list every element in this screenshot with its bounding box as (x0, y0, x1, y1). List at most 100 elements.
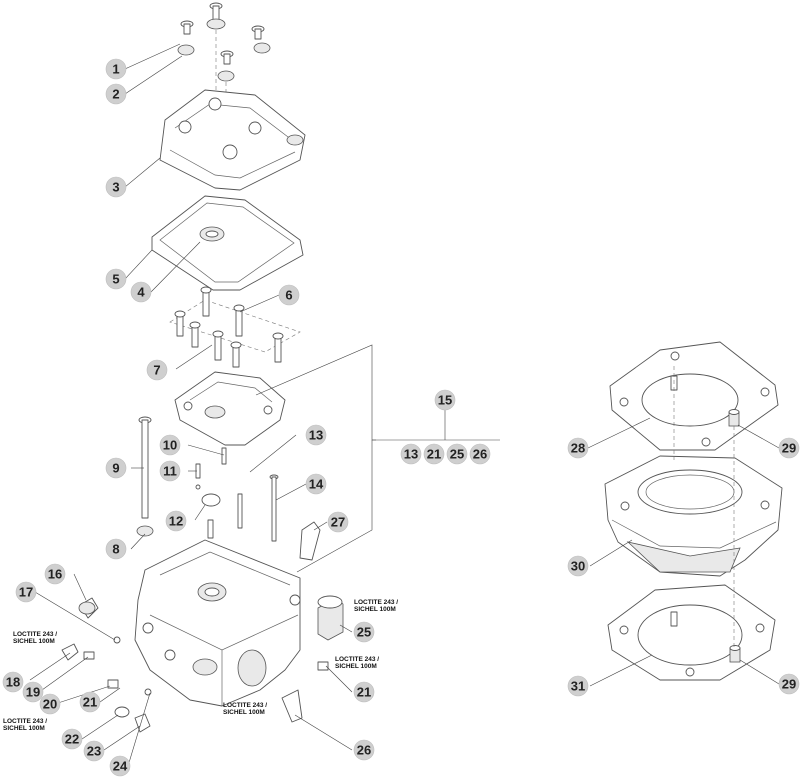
cylinder (604, 455, 783, 577)
callout-7: 7 (146, 359, 168, 381)
svg-text:1: 1 (112, 62, 119, 77)
svg-text:11: 11 (163, 464, 177, 479)
svg-text:5: 5 (112, 272, 119, 287)
svg-text:27: 27 (331, 515, 345, 530)
callout-13: 13 (305, 424, 327, 446)
callout-18: 18 (2, 671, 24, 693)
callout-30: 30 (567, 555, 589, 577)
loctite-note-mid: LOCTITE 243 / SICHEL 100M (335, 656, 379, 670)
svg-text:13: 13 (404, 447, 418, 462)
callout-8: 8 (105, 538, 127, 560)
svg-text:25: 25 (357, 625, 371, 640)
callout-16: 16 (44, 563, 66, 585)
long-stud (136, 416, 154, 537)
callout-6: 6 (278, 284, 300, 306)
callout-14: 14 (305, 473, 327, 495)
dowel-pin-top (728, 409, 740, 427)
callout-15-25: 25 (446, 443, 468, 465)
svg-text:18: 18 (6, 675, 20, 690)
note-line: SICHEL 100M (3, 725, 45, 732)
callout-2: 2 (105, 83, 127, 105)
note-line: SICHEL 100M (354, 606, 396, 613)
svg-text:6: 6 (285, 288, 292, 303)
callout-5: 5 (105, 268, 127, 290)
callout-29-top: 29 (778, 437, 800, 459)
cylinder-head-gasket (609, 341, 779, 451)
svg-text:4: 4 (137, 285, 145, 300)
svg-text:8: 8 (112, 542, 119, 557)
callout-17: 17 (15, 581, 37, 603)
dowel-pin-bottom (729, 645, 741, 663)
callout-4: 4 (130, 281, 152, 303)
valve-cover (159, 89, 306, 191)
svg-text:29: 29 (782, 441, 796, 456)
loctite-note-left1: LOCTITE 243 / SICHEL 100M (13, 631, 57, 645)
leader-lines (29, 43, 780, 767)
callout-21-left: 21 (79, 691, 101, 713)
callout-28: 28 (567, 437, 589, 459)
callout-21-right: 21 (353, 681, 375, 703)
svg-text:2: 2 (112, 87, 119, 102)
note-line: LOCTITE 243 / (13, 631, 57, 638)
svg-text:30: 30 (571, 559, 585, 574)
svg-text:29: 29 (782, 677, 796, 692)
svg-text:26: 26 (357, 743, 371, 758)
svg-text:28: 28 (571, 441, 585, 456)
callout-25: 25 (353, 621, 375, 643)
note-line: LOCTITE 243 / (223, 702, 267, 709)
note-line: LOCTITE 243 / (335, 656, 379, 663)
callout-24: 24 (109, 755, 131, 777)
camshaft-bolts (169, 286, 301, 368)
callout-27: 27 (327, 511, 349, 533)
svg-text:31: 31 (571, 679, 585, 694)
camshaft-bridge (174, 371, 286, 446)
note-line: LOCTITE 243 / (3, 718, 47, 725)
svg-text:22: 22 (65, 732, 79, 747)
callout-19: 19 (22, 681, 44, 703)
svg-text:23: 23 (87, 744, 101, 759)
callout-22: 22 (61, 728, 83, 750)
note-line: SICHEL 100M (13, 638, 55, 645)
svg-text:13: 13 (309, 428, 323, 443)
callout-20: 20 (39, 693, 61, 715)
note-line: LOCTITE 243 / (354, 599, 398, 606)
svg-text:25: 25 (450, 447, 464, 462)
callout-11: 11 (159, 460, 181, 482)
svg-text:20: 20 (43, 697, 57, 712)
cylinder-base-gasket (607, 584, 776, 681)
bolt-top-left (177, 20, 195, 56)
svg-text:19: 19 (26, 685, 40, 700)
callout-29-bottom: 29 (778, 673, 800, 695)
svg-text:26: 26 (473, 447, 487, 462)
small-parts (195, 447, 321, 561)
note-line: SICHEL 100M (335, 663, 377, 670)
svg-text:14: 14 (309, 477, 324, 492)
callout-15: 15 (434, 389, 456, 411)
callout-26: 26 (353, 739, 375, 761)
svg-text:21: 21 (357, 685, 371, 700)
callout-15-13: 13 (400, 443, 422, 465)
svg-text:16: 16 (48, 567, 62, 582)
svg-text:7: 7 (153, 363, 160, 378)
bolt-top-center (206, 2, 226, 30)
valve-cover-gasket (151, 195, 304, 291)
note-line: SICHEL 100M (223, 709, 265, 716)
callout-15-21: 21 (423, 443, 445, 465)
callout-12: 12 (165, 510, 187, 532)
loctite-note-bottom: LOCTITE 243 / SICHEL 100M (223, 702, 267, 716)
loctite-note-left2: LOCTITE 243 / SICHEL 100M (3, 718, 47, 732)
callout-1: 1 (105, 58, 127, 80)
bolt-top-right (251, 25, 271, 54)
svg-text:21: 21 (427, 447, 441, 462)
svg-text:15: 15 (438, 393, 452, 408)
cover-bolts (177, 2, 271, 140)
svg-text:12: 12 (169, 514, 183, 529)
loctite-note-top: LOCTITE 243 / SICHEL 100M (354, 599, 398, 613)
head-fittings (61, 595, 344, 733)
callouts: 1 2 3 4 5 6 7 8 9 10 11 12 13 14 15 13 2… (2, 58, 800, 777)
bolt-top-mid (217, 50, 235, 82)
svg-text:17: 17 (19, 585, 33, 600)
svg-text:24: 24 (113, 759, 128, 774)
cylinder-head (134, 539, 301, 707)
